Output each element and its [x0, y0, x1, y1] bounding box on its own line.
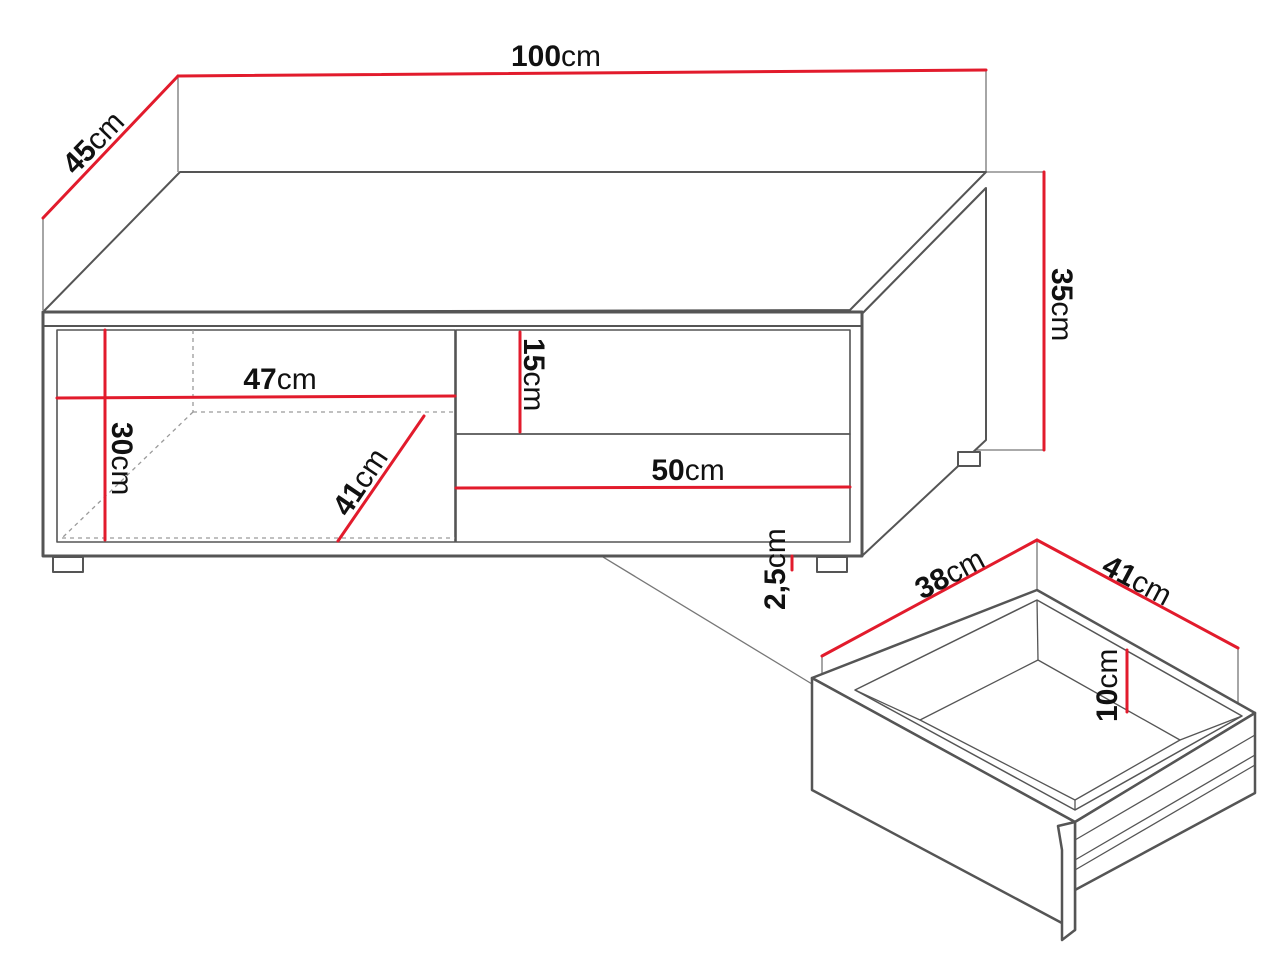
label-shelf-width: 47cm — [243, 363, 316, 396]
dim-line-drawer-width — [454, 485, 852, 490]
dim-line-shelf-width — [55, 394, 457, 400]
label-foot-height: 2,5cm — [759, 528, 792, 610]
dim-line-depth — [41, 74, 180, 220]
dimension-labels: 100cm 45cm 35cm 47cm 30cm 41cm 15cm 50cm… — [56, 40, 1177, 722]
label-width: 100cm — [511, 40, 601, 73]
drawer-front-panel — [1056, 820, 1077, 942]
label-drawer-width: 50cm — [651, 454, 724, 487]
label-drawer-inner-height: 10cm — [1091, 649, 1124, 722]
label-shelf-height: 30cm — [105, 422, 138, 495]
extension-lines — [42, 70, 1044, 685]
dim-line-width — [176, 68, 988, 78]
shelf-hidden-lines — [61, 330, 455, 539]
dim-line-drawer-inner-width — [820, 538, 1039, 658]
label-drawer-front-height: 15cm — [517, 338, 550, 411]
label-height: 35cm — [1045, 268, 1078, 341]
foot-right — [957, 451, 981, 467]
foot-middle — [816, 556, 848, 573]
dim-line-shelf-depth — [336, 414, 426, 543]
dimension-lines — [41, 68, 1240, 714]
foot-left — [52, 556, 84, 573]
label-depth: 45cm — [56, 105, 131, 181]
cabinet-drawing — [41, 70, 1044, 685]
cabinet-top — [42, 171, 987, 313]
drawer-drawing — [810, 540, 1257, 942]
label-drawer-inner-width: 38cm — [910, 543, 990, 607]
label-drawer-inner-depth: 41cm — [1097, 549, 1177, 613]
open-shelf — [56, 329, 456, 543]
dim-line-drawer-inner-depth — [1035, 538, 1240, 650]
